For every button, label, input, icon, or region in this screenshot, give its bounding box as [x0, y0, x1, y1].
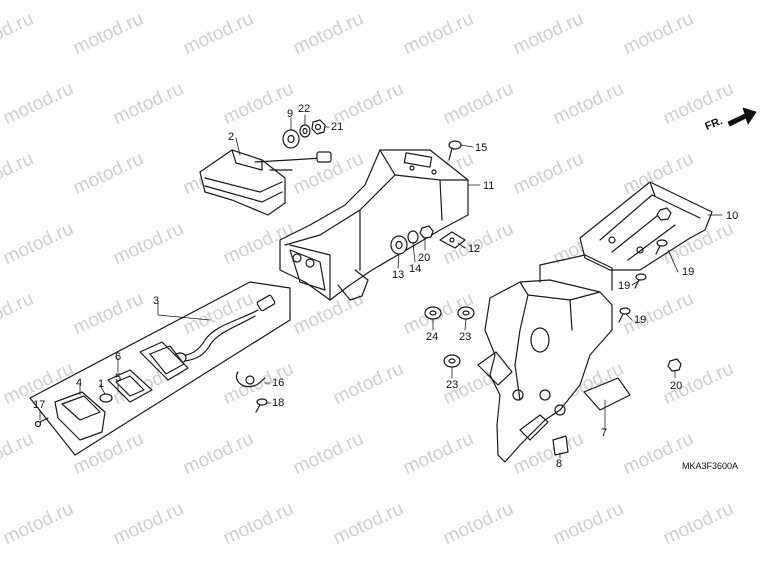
callout-11[interactable]: 11 — [483, 180, 495, 192]
reflector-7 — [583, 377, 631, 411]
collar-14 — [407, 230, 419, 244]
callout-5[interactable]: 5 — [115, 372, 122, 384]
nut-21 — [311, 119, 326, 135]
washer-24 — [424, 306, 442, 320]
bracket-5 — [107, 369, 153, 403]
callout-17[interactable]: 17 — [33, 399, 46, 411]
callout-16[interactable]: 16 — [272, 377, 285, 389]
screw-15 — [448, 140, 462, 161]
callout-20-top[interactable]: 20 — [418, 252, 431, 264]
washer-23-a — [457, 306, 475, 320]
nut-20-bottom — [667, 358, 682, 372]
tail-light — [199, 149, 332, 216]
callout-10[interactable]: 10 — [726, 210, 739, 222]
bolt-19-b — [634, 273, 647, 289]
rear-fender — [477, 254, 613, 463]
washer-22 — [299, 124, 311, 138]
grommet-9 — [282, 129, 300, 149]
callout-20-bottom[interactable]: 20 — [670, 380, 683, 392]
callout-23-a[interactable]: 23 — [459, 331, 472, 343]
callout-19-b[interactable]: 19 — [618, 280, 631, 292]
washer-23-b — [443, 354, 461, 368]
bolt-19-c — [618, 307, 631, 323]
callout-9[interactable]: 9 — [287, 108, 294, 120]
callout-22[interactable]: 22 — [298, 103, 311, 115]
callout-24[interactable]: 24 — [426, 331, 439, 343]
license-light-assembly-box — [29, 281, 291, 456]
clamp-16 — [235, 371, 266, 388]
callout-23-b[interactable]: 23 — [446, 379, 459, 391]
callout-1[interactable]: 1 — [98, 378, 105, 390]
callout-6[interactable]: 6 — [115, 351, 122, 363]
callout-2[interactable]: 2 — [228, 131, 235, 143]
harness-3 — [173, 294, 276, 364]
callout-13[interactable]: 13 — [392, 269, 405, 281]
license-lens-4 — [54, 391, 106, 441]
callout-12[interactable]: 12 — [468, 243, 481, 255]
collar-20-top — [419, 225, 434, 239]
callout-19-a[interactable]: 19 — [682, 266, 695, 278]
callout-18[interactable]: 18 — [272, 397, 285, 409]
bolt-19-a — [655, 239, 668, 255]
front-direction-arrow-icon — [727, 107, 757, 127]
rail-bracket — [579, 181, 713, 271]
grommet-13 — [390, 235, 408, 255]
callout-7[interactable]: 7 — [601, 427, 608, 439]
grommet-8 — [552, 435, 569, 456]
callout-3[interactable]: 3 — [153, 295, 160, 307]
callout-21[interactable]: 21 — [331, 121, 344, 133]
rear-cover — [279, 149, 469, 301]
screw-18 — [255, 398, 268, 413]
callout-14[interactable]: 14 — [409, 263, 422, 275]
callout-19-c[interactable]: 19 — [634, 314, 647, 326]
callout-8[interactable]: 8 — [556, 458, 563, 470]
diagram-code: MKA3F3600A — [682, 461, 739, 471]
leader-lines — [39, 114, 723, 459]
callout-4[interactable]: 4 — [76, 377, 83, 389]
bulb-1 — [99, 393, 113, 403]
callout-15[interactable]: 15 — [475, 142, 488, 154]
screw-17 — [34, 417, 49, 428]
socket-6 — [139, 341, 189, 381]
